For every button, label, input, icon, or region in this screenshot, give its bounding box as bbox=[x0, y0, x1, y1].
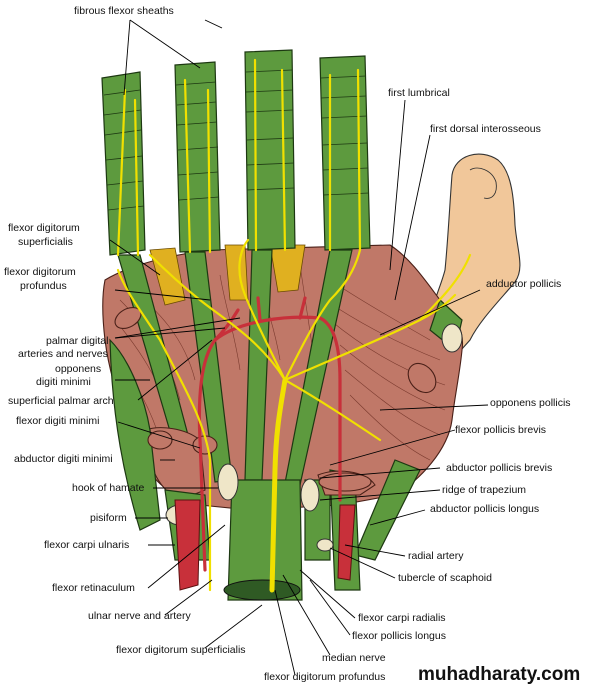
label-fds-line2: superficialis bbox=[18, 236, 73, 248]
label-tubercle-of-scaphoid: tubercle of scaphoid bbox=[398, 572, 492, 584]
label-first-dorsal-interosseous: first dorsal interosseous bbox=[430, 123, 541, 135]
ring-finger-sheath bbox=[174, 61, 221, 253]
thumb-skin bbox=[429, 153, 521, 361]
label-abductor-pollicis-longus: abductor pollicis longus bbox=[430, 503, 539, 515]
label-opponens-pollicis: opponens pollicis bbox=[490, 397, 571, 409]
label-first-lumbrical: first lumbrical bbox=[388, 87, 450, 99]
label-radial-artery: radial artery bbox=[408, 550, 464, 562]
hand-illustration bbox=[101, 49, 521, 601]
label-flexor-retinaculum: flexor retinaculum bbox=[52, 582, 135, 594]
label-fds-bottom: flexor digitorum superficialis bbox=[116, 644, 246, 656]
label-fds-line1: flexor digitorum bbox=[8, 222, 80, 234]
label-ulnar-nerve-and-artery: ulnar nerve and artery bbox=[88, 610, 191, 622]
label-abductor-digiti-minimi: abductor digiti minimi bbox=[14, 453, 113, 465]
label-superficial-palmar-arch: superficial palmar arch bbox=[8, 395, 114, 407]
label-median-nerve: median nerve bbox=[322, 652, 386, 664]
index-finger-sheath bbox=[319, 55, 371, 251]
label-pisiform: pisiform bbox=[90, 512, 127, 524]
label-opponens-dm-line1: opponens bbox=[55, 363, 101, 375]
label-palmar-digital-line2: arteries and nerves bbox=[18, 348, 108, 360]
middle-finger-sheath bbox=[244, 49, 296, 251]
label-flexor-carpi-radialis: flexor carpi radialis bbox=[358, 612, 446, 624]
label-flexor-carpi-ulnaris: flexor carpi ulnaris bbox=[44, 539, 129, 551]
wrist-cross-section bbox=[223, 579, 301, 601]
label-adductor-pollicis: adductor pollicis bbox=[486, 278, 561, 290]
hook-of-hamate-bone bbox=[217, 463, 239, 501]
thumbnail bbox=[469, 167, 497, 199]
label-flexor-pollicis-brevis: flexor pollicis brevis bbox=[455, 424, 546, 436]
ridge-of-trapezium-bone bbox=[300, 478, 320, 512]
label-fibrous-flexor-sheaths: fibrous flexor sheaths bbox=[74, 5, 174, 17]
watermark: muhadharaty.com bbox=[418, 664, 580, 685]
label-palmar-digital-line1: palmar digital bbox=[46, 335, 108, 347]
label-opponens-dm-line2: digiti minimi bbox=[36, 376, 91, 388]
carpal-bones bbox=[165, 323, 463, 552]
scaphoid-tubercle-bone bbox=[316, 538, 334, 552]
label-fdp-line2: profundus bbox=[20, 280, 67, 292]
label-abductor-pollicis-brevis: abductor pollicis brevis bbox=[446, 462, 552, 474]
label-fdp-line1: flexor digitorum bbox=[4, 266, 76, 278]
label-fdp-bottom: flexor digitorum profundus bbox=[264, 671, 385, 683]
label-hook-of-hamate: hook of hamate bbox=[72, 482, 145, 494]
label-flexor-digiti-minimi: flexor digiti minimi bbox=[16, 415, 99, 427]
label-flexor-pollicis-longus: flexor pollicis longus bbox=[352, 630, 446, 642]
leader-lines bbox=[109, 19, 489, 676]
label-ridge-of-trapezium: ridge of trapezium bbox=[442, 484, 526, 496]
arteries bbox=[174, 296, 356, 591]
labels: fibrous flexor sheaths first lumbrical f… bbox=[4, 5, 571, 683]
